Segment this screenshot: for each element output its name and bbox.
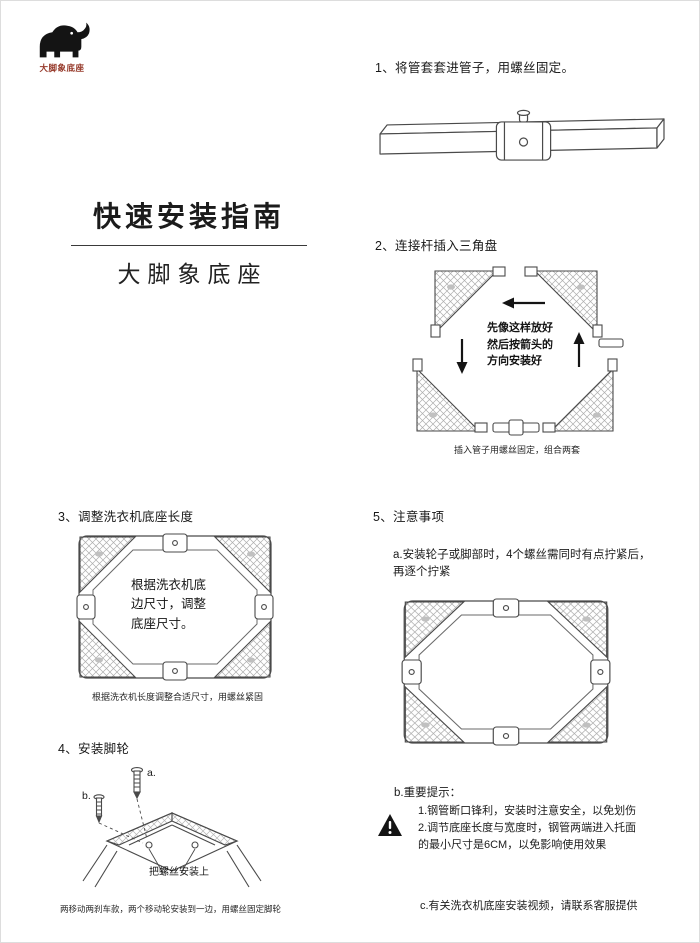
step2-center-note: 先像这样放好 然后按箭头的 方向安装好 bbox=[487, 322, 553, 367]
step5-base-frame-diagram bbox=[401, 598, 611, 746]
brand-logo bbox=[33, 21, 91, 66]
step3-caption: 根据洗衣机长度调整合适尺寸，用螺丝紧固 bbox=[92, 692, 264, 702]
step4-note: 把螺丝安装上 bbox=[149, 867, 209, 878]
step2-heading: 2、连接杆插入三角盘 bbox=[375, 239, 498, 253]
step4-caption: 两移动两刹车款，两个移动轮安装到一边，用螺丝固定脚轮 bbox=[60, 904, 282, 914]
title-block: 快速安装指南 大脚象底座 bbox=[53, 195, 325, 289]
step3-heading: 3、调整洗衣机底座长度 bbox=[58, 510, 194, 524]
step2-assembly-diagram bbox=[412, 266, 624, 436]
page-subtitle: 大脚象底座 bbox=[117, 261, 268, 287]
step5-heading: 5、注意事项 bbox=[373, 510, 445, 524]
title-divider bbox=[71, 245, 307, 246]
step3-center-note: 根据洗衣机底 边尺寸，调整 底座尺寸。 bbox=[131, 578, 207, 631]
step2-caption: 插入管子用螺丝固定，组合两套 bbox=[454, 445, 581, 455]
footer-note-c: c.有关洗衣机底座安装视频，请联系客服提供 bbox=[420, 900, 638, 912]
page-title: 快速安装指南 bbox=[92, 201, 285, 232]
step1-tube-illustration bbox=[379, 109, 665, 161]
step5-note-a: a.安装轮子或脚部时，4个螺丝需同时有点拧紧后， 再逐个拧紧 bbox=[393, 549, 651, 579]
elephant-icon bbox=[39, 22, 90, 58]
step4-illustration: a. b. 把螺丝安装上 bbox=[77, 761, 267, 899]
step1-heading: 1、将管套套进管子，用螺丝固定。 bbox=[375, 61, 575, 75]
screw-a-icon bbox=[130, 767, 144, 800]
important-text: 1.钢管断口锋利，安装时注意安全，以免划伤 2.调节底座长度与宽度时，钢管两端进… bbox=[418, 805, 637, 852]
screw-label-a: a. bbox=[147, 767, 156, 779]
important-heading: b.重要提示： bbox=[394, 787, 462, 799]
step4-heading: 4、安装脚轮 bbox=[58, 742, 130, 756]
step2-illustration: 先像这样放好 然后按箭头的 方向安装好 bbox=[405, 263, 625, 441]
brand-name: 大脚象底座 bbox=[39, 63, 85, 73]
screw-b-icon bbox=[93, 794, 105, 824]
step4-caster-diagram bbox=[82, 767, 262, 888]
assembly-direction-arrows bbox=[456, 297, 585, 374]
step3-base-frame-diagram bbox=[76, 533, 274, 681]
screw-label-b: b. bbox=[82, 790, 91, 802]
warning-icon bbox=[377, 813, 403, 842]
step5-illustration bbox=[400, 597, 612, 747]
step3-illustration: 根据洗衣机底 边尺寸，调整 底座尺寸。 bbox=[75, 532, 275, 682]
